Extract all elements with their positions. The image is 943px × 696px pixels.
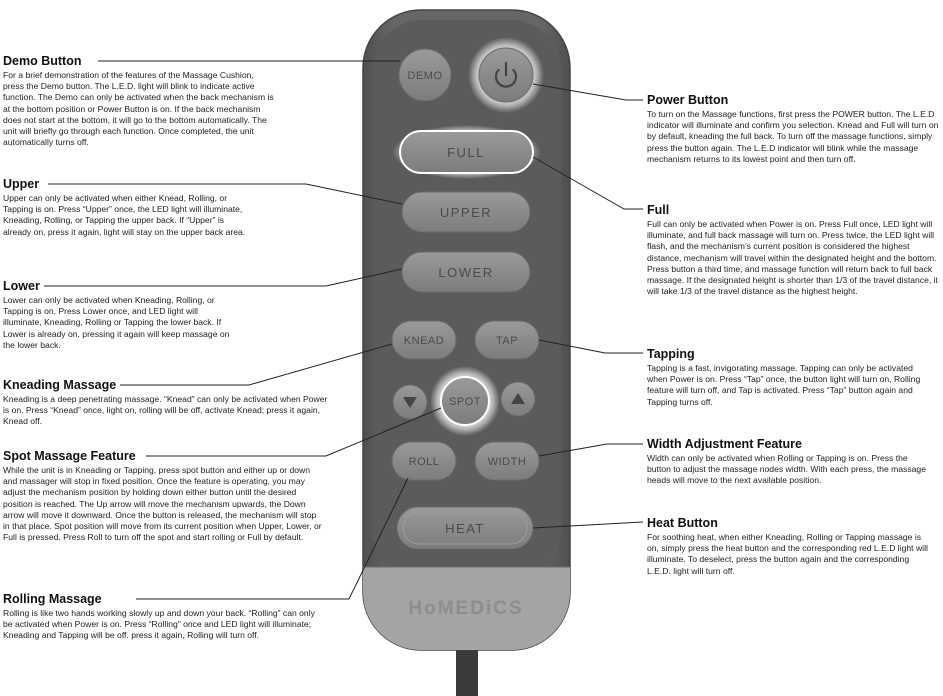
demo-button-label: DEMO (408, 70, 443, 82)
upper-button[interactable]: UPPER (401, 191, 531, 233)
knead-title: Kneading Massage (3, 378, 117, 392)
tap-button[interactable]: TAP (474, 320, 540, 360)
tap-description: Tapping Tapping is a fast, invigorating … (647, 347, 931, 408)
roll-button[interactable]: ROLL (391, 441, 457, 481)
knead-text: Kneading is a deep penetrating massage. … (3, 394, 328, 427)
width-button-label: WIDTH (488, 456, 527, 468)
tap-text: Tapping is a fast, invigorating massage.… (647, 363, 921, 407)
knead-button-label: KNEAD (404, 335, 444, 347)
demo-button[interactable]: DEMO (398, 48, 452, 102)
full-description: Full Full can only be activated when Pow… (647, 203, 941, 297)
full-button[interactable]: FULL (392, 125, 541, 179)
down-arrow-button[interactable] (392, 384, 428, 420)
spot-button-label: SPOT (449, 396, 481, 408)
leader-lower (44, 268, 403, 287)
up-arrow-icon (511, 393, 525, 404)
heat-button[interactable]: HEAT (396, 506, 534, 550)
leader-full (532, 156, 643, 210)
leader-knead (120, 343, 393, 386)
demo-text: For a brief demonstration of the feature… (3, 70, 274, 148)
roll-title: Rolling Massage (3, 592, 102, 606)
spot-title: Spot Massage Feature (3, 449, 136, 463)
demo-title: Demo Button (3, 54, 82, 68)
lower-button-label: LOWER (438, 265, 493, 280)
roll-text: Rolling is like two hands working slowly… (3, 608, 315, 641)
heat-title: Heat Button (647, 516, 718, 530)
heat-button-label: HEAT (445, 521, 485, 536)
leader-width (538, 443, 643, 457)
leader-tap (538, 339, 643, 354)
width-title: Width Adjustment Feature (647, 437, 802, 451)
knead-description: Kneading Massage Kneading is a deep pene… (3, 378, 333, 428)
up-arrow-button[interactable] (500, 381, 536, 417)
leader-upper (48, 183, 403, 205)
upper-description: Upper Upper can only be activated when e… (3, 177, 253, 238)
full-title: Full (647, 203, 670, 217)
demo-description: Demo Button For a brief demonstration of… (3, 54, 275, 148)
lower-title: Lower (3, 279, 40, 293)
spot-description: Spot Massage Feature While the unit is i… (3, 449, 325, 543)
lower-button[interactable]: LOWER (401, 251, 531, 293)
power-button[interactable] (468, 37, 544, 113)
heat-description: Heat Button For soothing heat, when eith… (647, 516, 931, 577)
power-description: Power Button To turn on the Massage func… (647, 93, 941, 165)
power-text: To turn on the Massage functions, first … (647, 109, 939, 164)
spot-text: While the unit is in Kneading or Tapping… (3, 465, 322, 543)
leader-roll (136, 477, 409, 600)
down-arrow-icon (403, 397, 417, 408)
upper-title: Upper (3, 177, 40, 191)
spot-button[interactable]: SPOT (430, 366, 500, 436)
roll-button-label: ROLL (409, 456, 440, 468)
tap-title: Tapping (647, 347, 695, 361)
power-icon (494, 61, 518, 88)
leader-spot (146, 407, 442, 457)
full-text: Full can only be activated when Power is… (647, 219, 938, 297)
remote-bottom-panel (363, 567, 570, 650)
lower-text: Lower can only be activated when Kneadin… (3, 295, 230, 350)
upper-button-label: UPPER (440, 205, 492, 220)
upper-text: Upper can only be activated when either … (3, 193, 246, 237)
width-button[interactable]: WIDTH (474, 441, 540, 481)
full-button-label: FULL (447, 145, 485, 160)
leader-lines (44, 60, 644, 600)
brand-logo: HoMEDiCS (408, 598, 523, 619)
leader-power (532, 83, 643, 101)
lower-description: Lower Lower can only be activated when K… (3, 279, 235, 351)
width-description: Width Adjustment Feature Width can only … (647, 437, 931, 487)
width-text: Width can only be activated when Rolling… (647, 453, 926, 486)
power-cord (456, 640, 478, 696)
heat-text: For soothing heat, when either Kneading,… (647, 532, 928, 576)
power-title: Power Button (647, 93, 729, 107)
roll-description: Rolling Massage Rolling is like two hand… (3, 592, 325, 642)
knead-button[interactable]: KNEAD (391, 320, 457, 360)
tap-button-label: TAP (496, 335, 518, 347)
leader-heat (532, 521, 644, 529)
